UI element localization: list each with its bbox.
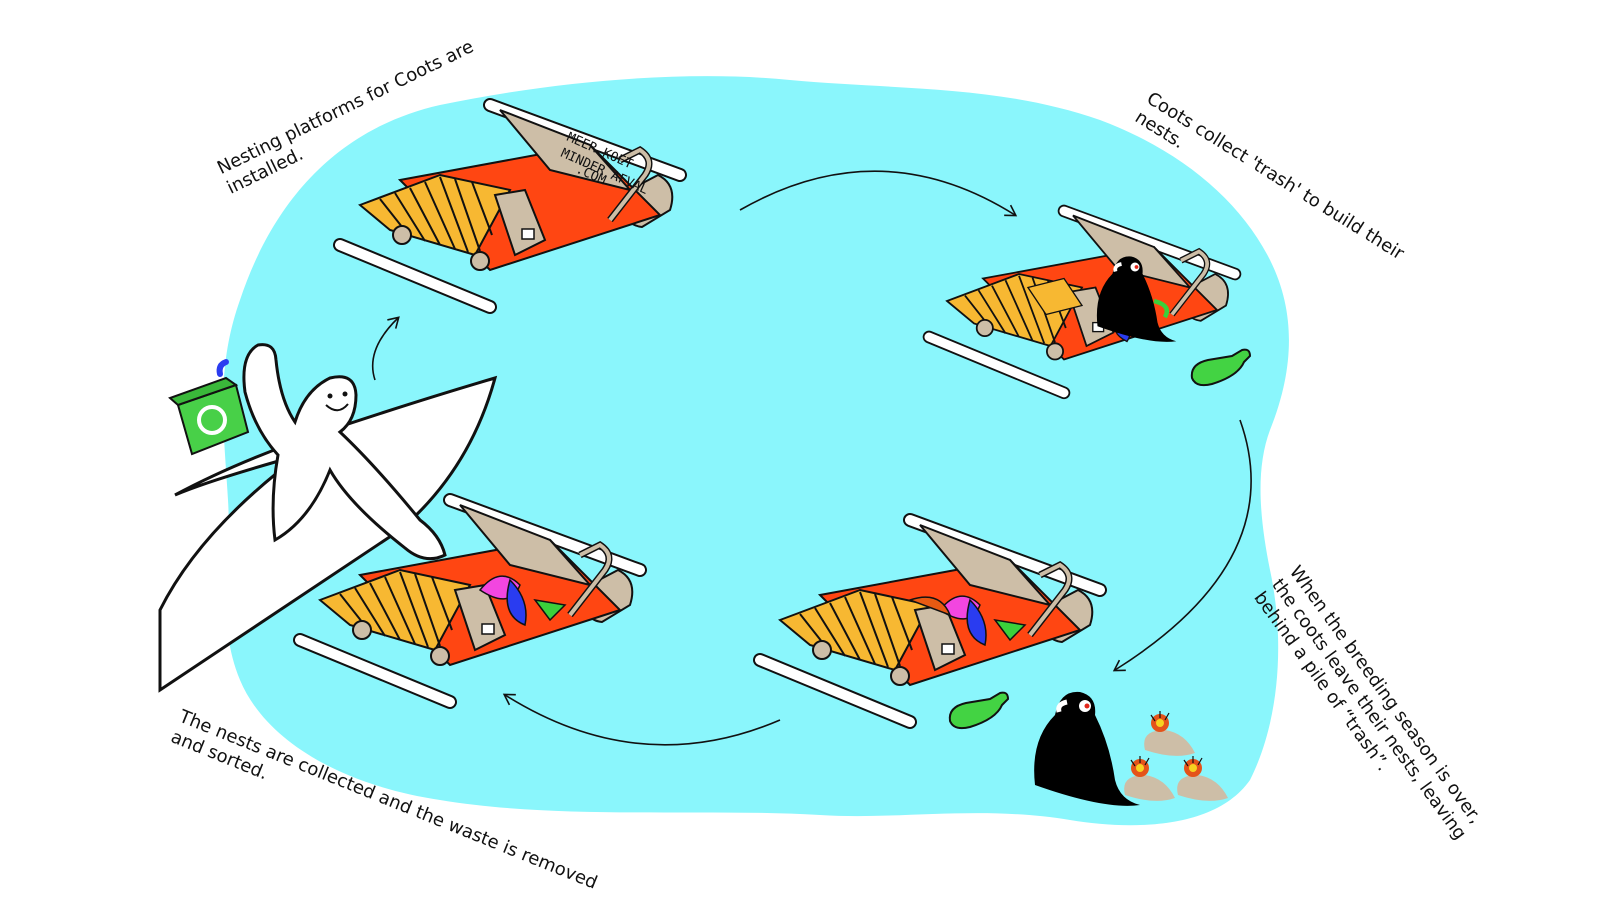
cycle-arrow-icon	[502, 693, 781, 746]
recycle-bin-icon	[168, 359, 250, 456]
person	[242, 343, 447, 561]
nesting-platform-abandoned	[760, 520, 1100, 722]
cycle-arrow-icon	[1112, 419, 1252, 672]
cycle-arrow-icon	[371, 316, 400, 381]
cycle-arrow-icon	[739, 170, 1018, 217]
nesting-platform-collected	[300, 500, 640, 702]
